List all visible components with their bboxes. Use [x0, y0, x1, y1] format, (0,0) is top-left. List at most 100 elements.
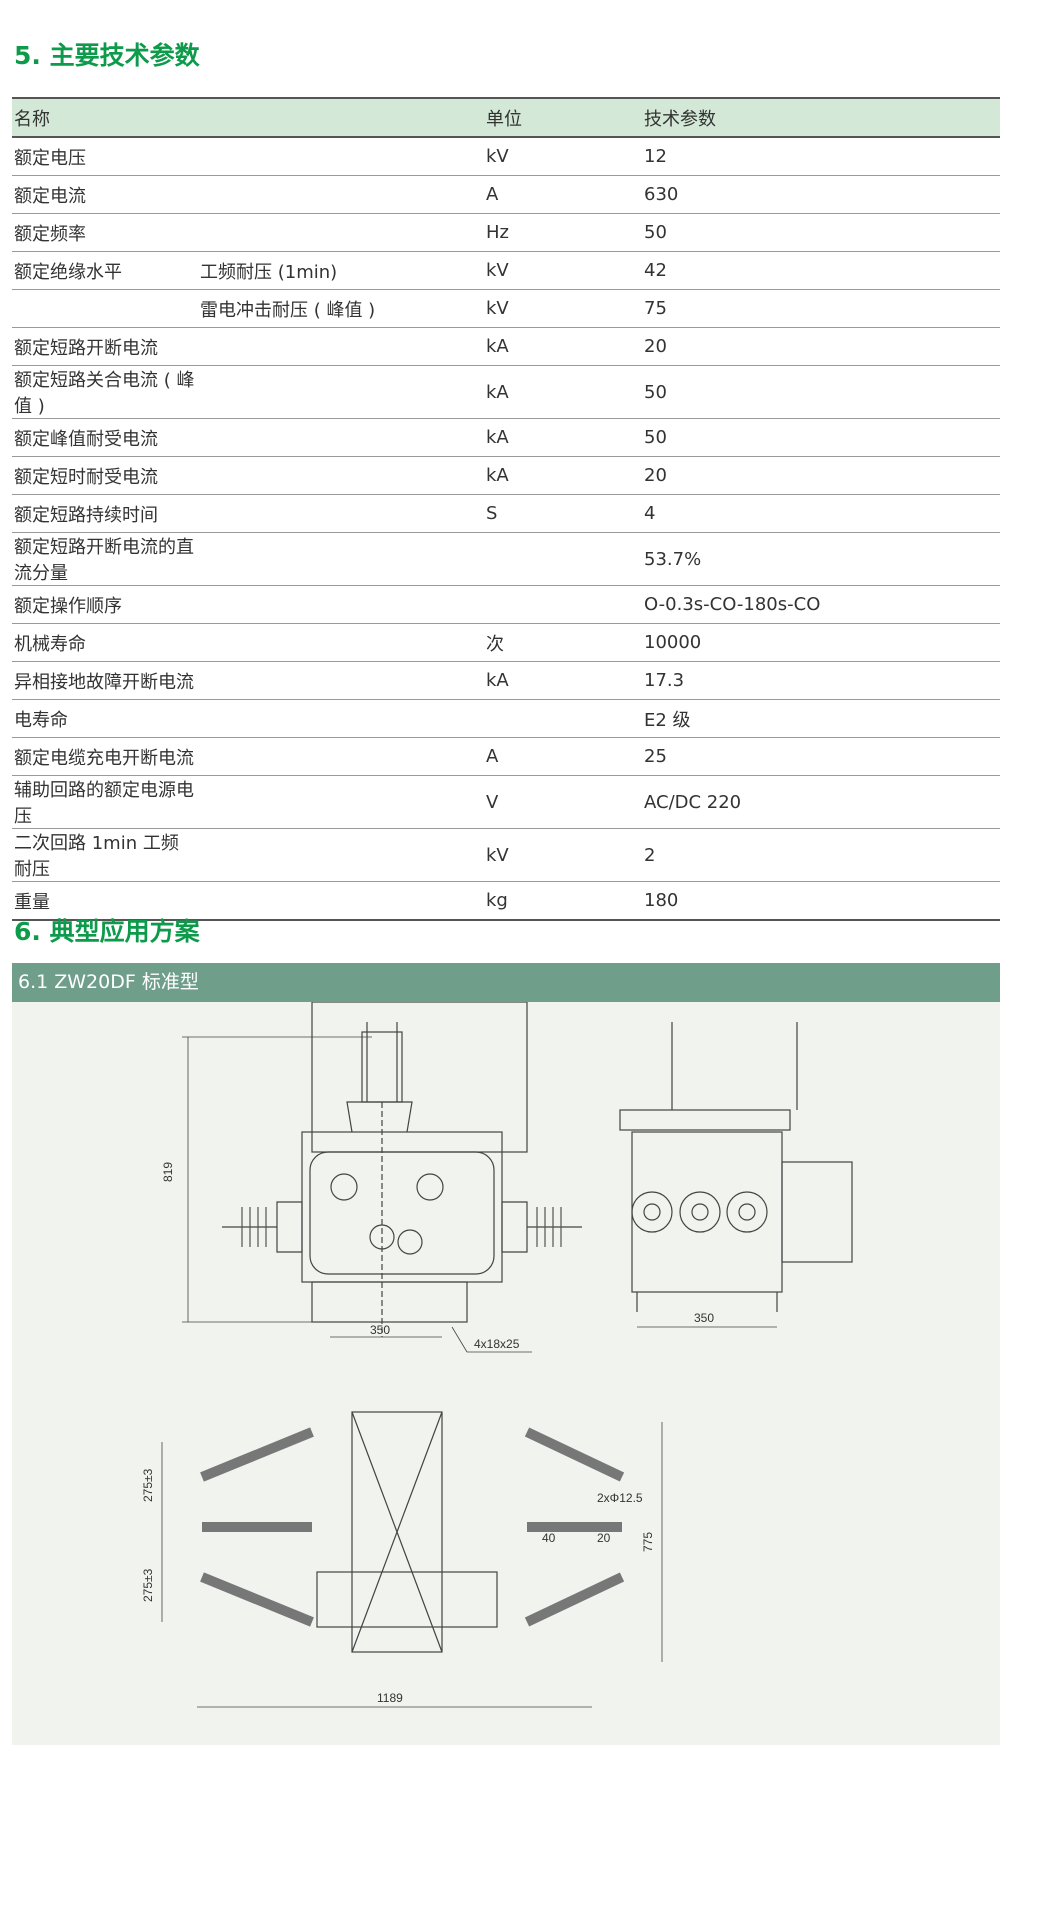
cell-name: 额定电缆充电开断电流: [12, 737, 198, 776]
cell-value: 2: [642, 828, 1000, 882]
cell-sub: [198, 456, 484, 495]
dim-height: 819: [161, 1162, 175, 1182]
technical-drawing: 819 350 4x18x25 350 275±3 275±3 2xΦ12.5 …: [141, 1001, 853, 1708]
dim-depth: 775: [641, 1532, 655, 1552]
cell-sub: 雷电冲击耐压 ( 峰值 ): [198, 289, 484, 328]
cell-unit: [484, 585, 642, 624]
cell-unit: kA: [484, 418, 642, 457]
cell-value: 10000: [642, 623, 1000, 662]
header-unit: 单位: [484, 97, 642, 138]
section-title-applications: 6. 典型应用方案: [14, 917, 200, 946]
cell-sub: [198, 213, 484, 252]
cell-unit: kA: [484, 456, 642, 495]
front-view: [182, 1022, 582, 1353]
cell-sub: [198, 699, 484, 738]
cell-unit: kV: [484, 828, 642, 882]
cell-name: 二次回路 1min 工频耐压: [12, 828, 198, 882]
cell-unit: A: [484, 175, 642, 214]
cell-sub: [198, 532, 484, 586]
cell-value: 4: [642, 494, 1000, 533]
dim-holes: 4x18x25: [474, 1337, 520, 1351]
dim-front-width: 350: [370, 1323, 390, 1337]
cell-unit: kA: [484, 327, 642, 366]
cell-sub: [198, 137, 484, 176]
cell-sub: [198, 828, 484, 882]
dim-20: 20: [597, 1531, 611, 1545]
cell-name: 额定短路开断电流: [12, 327, 198, 366]
cell-value: 50: [642, 365, 1000, 419]
cell-unit: [484, 699, 642, 738]
header-name: 名称: [12, 97, 198, 138]
cell-sub: [198, 661, 484, 700]
cell-value: O-0.3s-CO-180s-CO: [642, 585, 1000, 624]
cell-name: 额定短路关合电流 ( 峰值 ): [12, 365, 198, 419]
cell-name: 电寿命: [12, 699, 198, 738]
cell-value: E2 级: [642, 699, 1000, 738]
cell-sub: [198, 585, 484, 624]
cell-sub: [198, 881, 484, 921]
cell-sub: [198, 175, 484, 214]
dim-hole2: 2xΦ12.5: [597, 1491, 643, 1505]
cell-sub: [198, 418, 484, 457]
table-row: 额定短路开断电流的直流分量 53.7%: [12, 532, 1000, 586]
cell-value: 75: [642, 289, 1000, 328]
cell-value: 20: [642, 456, 1000, 495]
cell-name: 额定频率: [12, 213, 198, 252]
cell-unit: kV: [484, 289, 642, 328]
cell-value: 20: [642, 327, 1000, 366]
cell-value: 42: [642, 251, 1000, 290]
cell-name: 额定电流: [12, 175, 198, 214]
cell-unit: Hz: [484, 213, 642, 252]
cell-name: 额定绝缘水平: [12, 251, 198, 290]
cell-name: 额定操作顺序: [12, 585, 198, 624]
subsection-banner: 6.1 ZW20DF 标准型: [12, 963, 1000, 1002]
cell-unit: [484, 532, 642, 586]
cell-sub: [198, 327, 484, 366]
cell-unit: kg: [484, 881, 642, 921]
cell-name: 重量: [12, 881, 198, 921]
cell-unit: kV: [484, 251, 642, 290]
cell-value: 630: [642, 175, 1000, 214]
cell-sub: [198, 365, 484, 419]
cell-name: 异相接地故障开断电流: [12, 661, 198, 700]
cell-unit: 次: [484, 623, 642, 662]
cell-name: 额定峰值耐受电流: [12, 418, 198, 457]
cell-name: 辅助回路的额定电源电压: [12, 775, 198, 829]
cell-sub: [198, 494, 484, 533]
cell-name: 额定电压: [12, 137, 198, 176]
drawing-area: 819 350 4x18x25 350 275±3 275±3 2xΦ12.5 …: [12, 1001, 1000, 1745]
cell-value: 17.3: [642, 661, 1000, 700]
cell-sub: [198, 775, 484, 829]
table-row: 额定操作顺序 O-0.3s-CO-180s-CO: [12, 585, 1000, 624]
cell-name: 额定短路持续时间: [12, 494, 198, 533]
cell-name: [12, 289, 198, 328]
cell-name: 额定短路开断电流的直流分量: [12, 532, 198, 586]
section-title-specs: 5. 主要技术参数: [14, 41, 200, 70]
cell-value: 25: [642, 737, 1000, 776]
cell-sub: 工频耐压 (1min): [198, 251, 484, 290]
cell-sub: [198, 737, 484, 776]
table-row: 电寿命 E2 级: [12, 699, 1000, 738]
cell-unit: A: [484, 737, 642, 776]
cell-unit: S: [484, 494, 642, 533]
cell-unit: V: [484, 775, 642, 829]
cell-value: AC/DC 220: [642, 775, 1000, 829]
header-value: 技术参数: [642, 97, 1000, 138]
dim-pitch1: 275±3: [141, 1468, 155, 1502]
cell-unit: kA: [484, 661, 642, 700]
cell-value: 53.7%: [642, 532, 1000, 586]
table-header: 名称 单位 技术参数: [12, 97, 1000, 138]
dim-total: 1189: [377, 1691, 403, 1705]
